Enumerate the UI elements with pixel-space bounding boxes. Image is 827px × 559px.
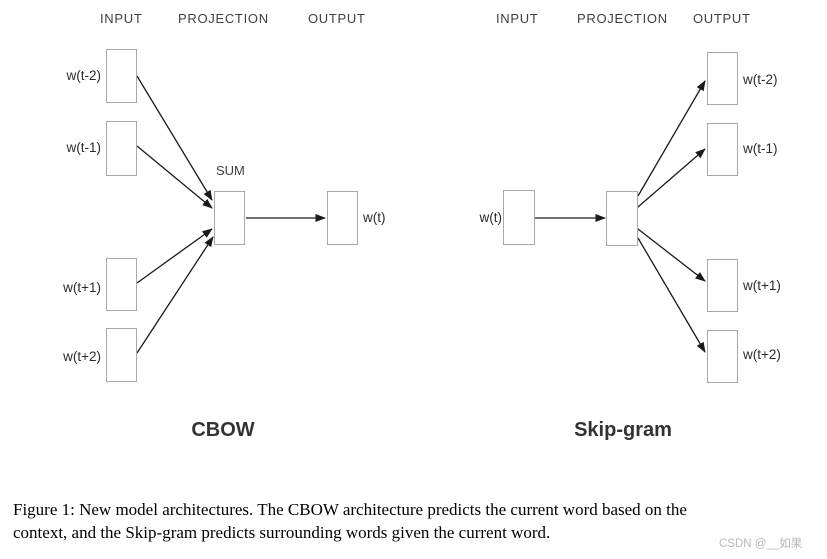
csdn-watermark: CSDN @__如果 bbox=[719, 538, 803, 550]
arrow-sg-projection-to-wt-1 bbox=[637, 148, 706, 208]
cbow-input-label-wt-2: w(t-2) bbox=[66, 68, 102, 83]
arrow-cbow-wt-1-to-projection bbox=[136, 145, 213, 209]
cbow-header-projection: PROJECTION bbox=[178, 11, 269, 26]
sg-input-label-wt: w(t) bbox=[479, 210, 503, 225]
cbow-title: CBOW bbox=[191, 419, 255, 441]
arrow-cbow-wt+2-to-projection bbox=[136, 236, 214, 354]
arrow-sg-projection-to-wt-2 bbox=[637, 80, 706, 197]
arrow-sg-projection-to-wt+1 bbox=[637, 228, 706, 282]
cbow-header-output: OUTPUT bbox=[308, 11, 366, 26]
sg-output-box-wt+2 bbox=[707, 330, 738, 383]
sg-output-box-wt+1 bbox=[707, 259, 738, 312]
arrow-cbow-wt+1-to-projection bbox=[136, 228, 213, 284]
figure-caption-line-2: context, and the Skip-gram predicts surr… bbox=[13, 523, 551, 542]
sg-header-output: OUTPUT bbox=[693, 11, 751, 26]
cbow-header-input: INPUT bbox=[100, 11, 143, 26]
cbow-input-box-wt+2 bbox=[106, 328, 137, 382]
cbow-input-box-wt-2 bbox=[106, 49, 137, 103]
sg-projection-box bbox=[606, 191, 638, 246]
cbow-output-label-wt: w(t) bbox=[363, 210, 386, 225]
cbow-input-label-wt-1: w(t-1) bbox=[66, 140, 102, 155]
cbow-input-box-wt-1 bbox=[106, 121, 137, 176]
cbow-input-label-wt+1: w(t+1) bbox=[63, 280, 101, 295]
figure-caption-line-1: Figure 1: New model architectures. The C… bbox=[13, 500, 687, 519]
figure-caption: Figure 1: New model architectures. The C… bbox=[13, 498, 819, 544]
cbow-sum-label: SUM bbox=[216, 163, 245, 178]
sg-header-input: INPUT bbox=[496, 11, 539, 26]
arrow-sg-projection-to-wt+2 bbox=[637, 237, 706, 353]
sg-input-box-wt bbox=[503, 190, 535, 245]
cbow-output-box bbox=[327, 191, 358, 245]
cbow-input-label-wt+2: w(t+2) bbox=[63, 349, 101, 364]
arrow-cbow-wt-2-to-projection bbox=[136, 75, 213, 201]
cbow-projection-box bbox=[214, 191, 245, 245]
sg-output-label-wt+1: w(t+1) bbox=[743, 278, 781, 293]
sg-output-label-wt+2: w(t+2) bbox=[743, 347, 781, 362]
sg-output-box-wt-2 bbox=[707, 52, 738, 105]
cbow-input-box-wt+1 bbox=[106, 258, 137, 311]
sg-header-projection: PROJECTION bbox=[577, 11, 668, 26]
sg-output-label-wt-2: w(t-2) bbox=[743, 72, 778, 87]
sg-output-label-wt-1: w(t-1) bbox=[743, 141, 778, 156]
skipgram-title: Skip-gram bbox=[574, 419, 672, 441]
sg-output-box-wt-1 bbox=[707, 123, 738, 176]
